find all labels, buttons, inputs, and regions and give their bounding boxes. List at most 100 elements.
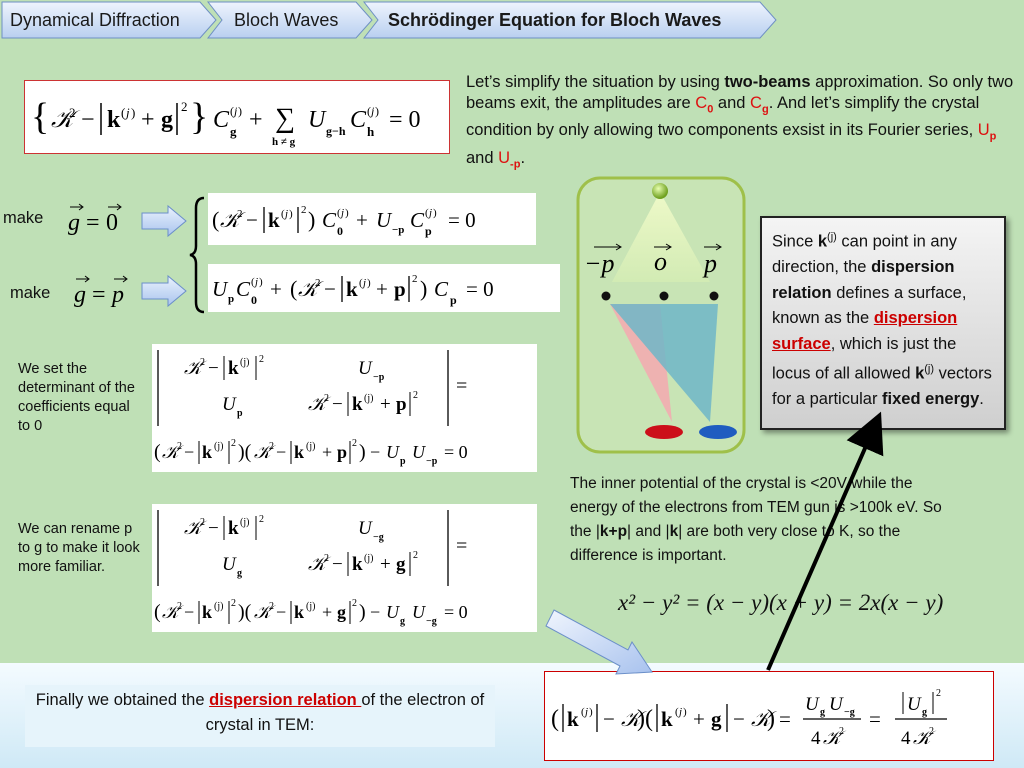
svg-text:2: 2 — [352, 598, 357, 609]
svg-text:U: U — [358, 518, 373, 539]
svg-text:U: U — [386, 442, 400, 462]
svg-text:C: C — [350, 107, 367, 133]
svg-text:= 0: = 0 — [466, 277, 494, 301]
svg-text:): ) — [259, 276, 263, 288]
svg-text:2: 2 — [231, 598, 236, 609]
svg-text:+: + — [693, 707, 705, 731]
svg-text:g: g — [230, 124, 237, 139]
svg-text:(: ( — [581, 706, 585, 718]
svg-text:(: ( — [154, 441, 161, 463]
svg-text:−: − — [276, 602, 286, 622]
o-label: o — [654, 247, 667, 276]
svg-text:k: k — [268, 208, 280, 232]
svg-text:(j): (j) — [214, 441, 223, 452]
dispersion-relation-link[interactable]: dispersion relation — [209, 691, 362, 709]
svg-text:): ) — [289, 208, 293, 220]
svg-text:=: = — [92, 282, 106, 308]
svg-text:4: 4 — [901, 728, 911, 749]
svg-text:−: − — [370, 442, 380, 462]
source-icon — [652, 183, 668, 199]
svg-text:j: j — [253, 276, 258, 288]
transmitted-beam-spot — [645, 425, 683, 439]
svg-text:−: − — [208, 358, 219, 379]
svg-text:): ) — [767, 706, 775, 732]
svg-text:=: = — [86, 210, 100, 236]
svg-text:j: j — [427, 207, 432, 219]
svg-text:−: − — [184, 602, 194, 622]
svg-text:C: C — [410, 208, 425, 232]
svg-text:= 0: = 0 — [389, 107, 421, 133]
svg-text:(: ( — [367, 104, 371, 118]
svg-text:h ≠ g: h ≠ g — [272, 136, 296, 148]
svg-text:−p: −p — [426, 456, 438, 467]
svg-text:2: 2 — [200, 517, 205, 528]
svg-text:4: 4 — [811, 728, 821, 749]
svg-text:−: − — [332, 394, 343, 415]
svg-text:g: g — [68, 210, 80, 236]
svg-text:p: p — [396, 394, 407, 415]
svg-text:k: k — [294, 602, 304, 622]
svg-text:−p: −p — [373, 372, 385, 383]
svg-text:): ) — [433, 207, 437, 219]
svg-text:g: g — [337, 602, 346, 622]
svg-text:=: = — [456, 535, 467, 557]
svg-text:g: g — [74, 282, 86, 308]
svg-text:2: 2 — [200, 357, 205, 368]
svg-text:2: 2 — [936, 688, 941, 699]
svg-text:2: 2 — [352, 438, 357, 449]
svg-text:(: ( — [290, 276, 297, 301]
svg-text:2: 2 — [69, 105, 76, 120]
svg-text:p: p — [400, 456, 406, 467]
svg-text:−: − — [733, 707, 745, 731]
svg-text:)(: )( — [238, 601, 252, 623]
svg-text:k: k — [107, 107, 121, 133]
svg-text:C: C — [213, 107, 230, 133]
svg-text:p: p — [228, 293, 234, 305]
svg-text:+: + — [270, 277, 282, 301]
svg-text:): ) — [345, 207, 349, 219]
svg-text:j: j — [232, 104, 238, 118]
arrow-right-icon — [141, 204, 187, 238]
svg-text:)(: )( — [637, 706, 653, 732]
svg-text:p: p — [237, 408, 243, 419]
svg-text:k: k — [352, 554, 363, 575]
dispersion-surface-link[interactable]: dispersion surface — [772, 309, 958, 353]
svg-text:−p: −p — [392, 224, 404, 236]
svg-text:U: U — [222, 554, 237, 575]
p-label: p — [702, 249, 717, 278]
svg-text:U: U — [222, 394, 237, 415]
svg-text:{: { — [31, 96, 49, 138]
svg-text:∑: ∑ — [275, 103, 295, 134]
svg-text:2: 2 — [413, 390, 418, 401]
svg-text:j: j — [339, 207, 344, 219]
make-label-2: make — [10, 284, 51, 302]
svg-text:−: − — [332, 554, 343, 575]
breadcrumb-item-schrodinger-equation[interactable]: Schrödinger Equation for Bloch Waves — [388, 9, 722, 30]
svg-text:j: j — [124, 105, 130, 120]
svg-text:(: ( — [121, 105, 125, 120]
svg-text:= 0: = 0 — [444, 602, 468, 622]
svg-text:(j): (j) — [364, 553, 373, 564]
svg-text:U: U — [412, 602, 426, 622]
svg-text:2: 2 — [315, 277, 321, 289]
breadcrumb-item-bloch-waves[interactable]: Bloch Waves — [234, 9, 339, 30]
svg-text:𝒦: 𝒦 — [254, 602, 276, 622]
svg-text:(j): (j) — [306, 441, 315, 452]
svg-text:): ) — [359, 441, 366, 463]
svg-text:+: + — [376, 277, 388, 301]
ump-label: U-p — [498, 148, 521, 170]
svg-text:(j): (j) — [240, 357, 249, 368]
svg-text:𝒦: 𝒦 — [162, 602, 184, 622]
svg-text:−: − — [370, 602, 380, 622]
svg-text:−: − — [324, 277, 336, 301]
dispersion-surface-callout: Since k(j) can point in any direction, t… — [760, 216, 1006, 430]
svg-text:): ) — [367, 277, 371, 289]
svg-text:𝒦: 𝒦 — [254, 442, 276, 462]
breadcrumb-item-dynamical-diffraction[interactable]: Dynamical Diffraction — [10, 9, 180, 30]
connector-arrows — [545, 411, 884, 675]
svg-text:2: 2 — [301, 204, 307, 216]
minus-p-label: −p — [584, 249, 615, 278]
svg-text:2: 2 — [181, 99, 188, 114]
svg-text:(: ( — [212, 207, 219, 232]
